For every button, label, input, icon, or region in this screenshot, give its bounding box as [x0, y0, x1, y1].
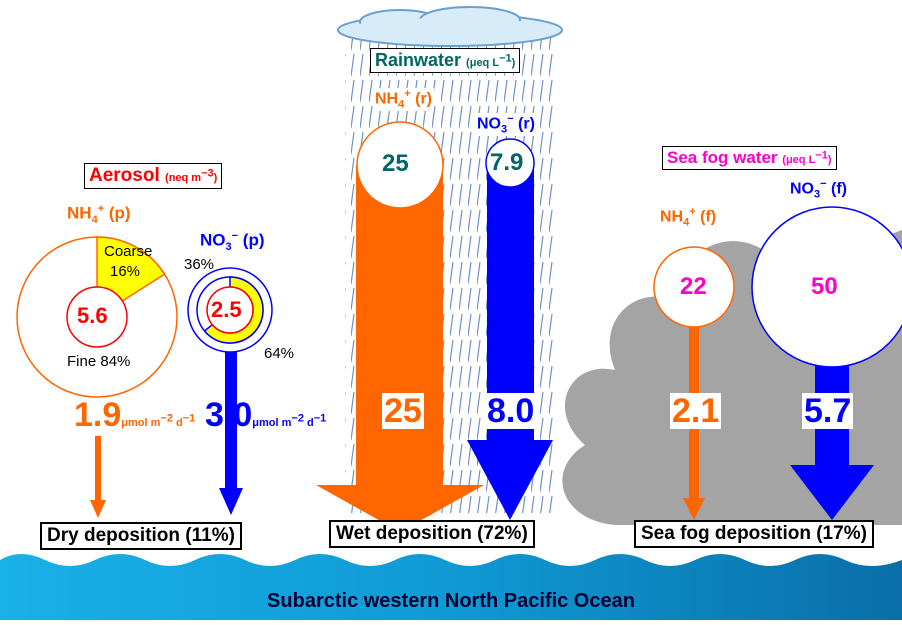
fog-nh4-value: 22 — [680, 273, 707, 300]
aerosol-title: Aerosol (neq m−3) — [84, 163, 223, 189]
cloud-icon — [337, 6, 563, 47]
aerosol-nh4-arrow — [90, 436, 106, 518]
ocean-title: Subarctic western North Pacific Ocean — [267, 590, 635, 612]
coarse-label: Coarse — [104, 243, 153, 260]
aerosol-nh4-value: 5.6 — [77, 303, 108, 328]
fog-nh4-circle — [653, 246, 735, 328]
aerosol-no3-donut — [187, 267, 273, 353]
fog-no3-label: NO3− (f) — [788, 178, 849, 201]
fog-no3-flux: 5.7 — [802, 392, 854, 430]
no3-pct-b: 64% — [264, 345, 295, 362]
wet-no3-flux: 8.0 — [485, 392, 537, 430]
wet-nh4-flux: 25 — [382, 392, 424, 430]
no3-pct-a: 36% — [184, 256, 215, 273]
rain-nh4-label: NH4+ (r) — [373, 88, 434, 111]
fog-nh4-flux: 2.1 — [670, 392, 722, 430]
wet-deposition-label: Wet deposition (72%) — [329, 520, 535, 548]
fine-label: Fine 84% — [67, 353, 131, 370]
fog-nh4-label: NH4+ (f) — [658, 206, 719, 229]
dry-nh4-flux: 1.9μmol m−2 d−1 — [74, 396, 196, 434]
fog-no3-value: 50 — [811, 273, 838, 300]
dry-no3-flux: 3.0μmol m−2 d−1 — [205, 396, 327, 434]
rain-nh4-circle — [356, 121, 444, 209]
ocean-band — [0, 554, 902, 620]
rain-nh4-value: 25 — [382, 150, 409, 177]
fog-deposition-label: Sea fog deposition (17%) — [634, 520, 874, 548]
aerosol-no3-arrow — [219, 352, 243, 515]
aerosol-nh4-pie — [16, 236, 178, 398]
fog-no3-circle — [751, 206, 902, 368]
rain-no3-value: 7.9 — [490, 149, 524, 176]
aerosol-no3-value: 2.5 — [211, 297, 242, 322]
rain-no3-circle — [485, 138, 535, 188]
coarse-percent: 16% — [110, 263, 141, 280]
dry-deposition-label: Dry deposition (11%) — [40, 522, 242, 550]
rain-nh4-arrow — [316, 165, 484, 532]
aerosol-no3-label: NO3− (p) — [200, 230, 265, 254]
rain-no3-label: NO3− (r) — [475, 113, 537, 136]
rainwater-title: Rainwater (μeq L−1) — [370, 48, 521, 73]
seafog-title: Sea fog water (μeq L−1) — [662, 146, 837, 170]
aerosol-nh4-label: NH4+ (p) — [67, 203, 131, 227]
